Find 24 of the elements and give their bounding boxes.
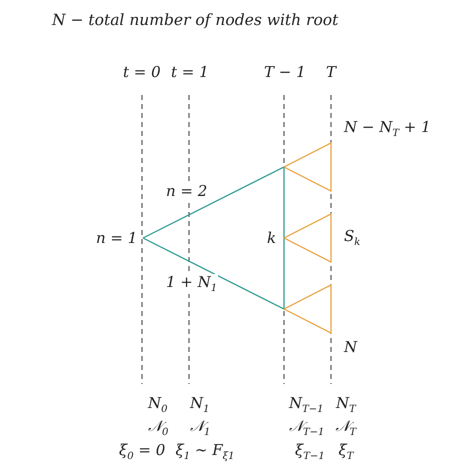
node-label: k (267, 230, 276, 246)
subtree-label: S$_{k}$ (344, 228, 360, 248)
table-cell: N$_{0}$ (148, 395, 168, 415)
table-cell: ξ$_{1}$ ∼ F$_{ξ1}$ (176, 442, 235, 462)
table-cell: ξ$_{T−1}$ (295, 442, 325, 462)
table-cell: ξ$_{T}$ (338, 442, 354, 462)
node-label: N − N$_{T}$ + 1 (344, 119, 431, 139)
table-cell: ξ$_{0}$ = 0 (119, 442, 166, 462)
table-cell: N$_{T−1}$ (289, 395, 324, 415)
node-label: N (344, 338, 358, 355)
title: N − total number of nodes with root (52, 12, 338, 30)
table-cell: 𝒩$_{1}$ (190, 418, 210, 438)
table-cell: 𝒩$_{T−1}$ (289, 418, 324, 438)
table-cell: 𝒩$_{0}$ (148, 418, 168, 438)
time-label: t = 0 (123, 64, 161, 80)
table-cell: N$_{1}$ (190, 395, 210, 415)
time-label: T (326, 64, 336, 80)
time-label: t = 1 (171, 64, 209, 80)
node-label: 1 + N$_{1}$ (165, 274, 218, 294)
time-label: T − 1 (264, 64, 306, 80)
table-cell: 𝒩$_{T}$ (336, 418, 356, 438)
table-cell: N$_{T}$ (336, 395, 356, 415)
node-label: n = 2 (165, 182, 208, 199)
node-label: n = 1 (96, 230, 138, 246)
